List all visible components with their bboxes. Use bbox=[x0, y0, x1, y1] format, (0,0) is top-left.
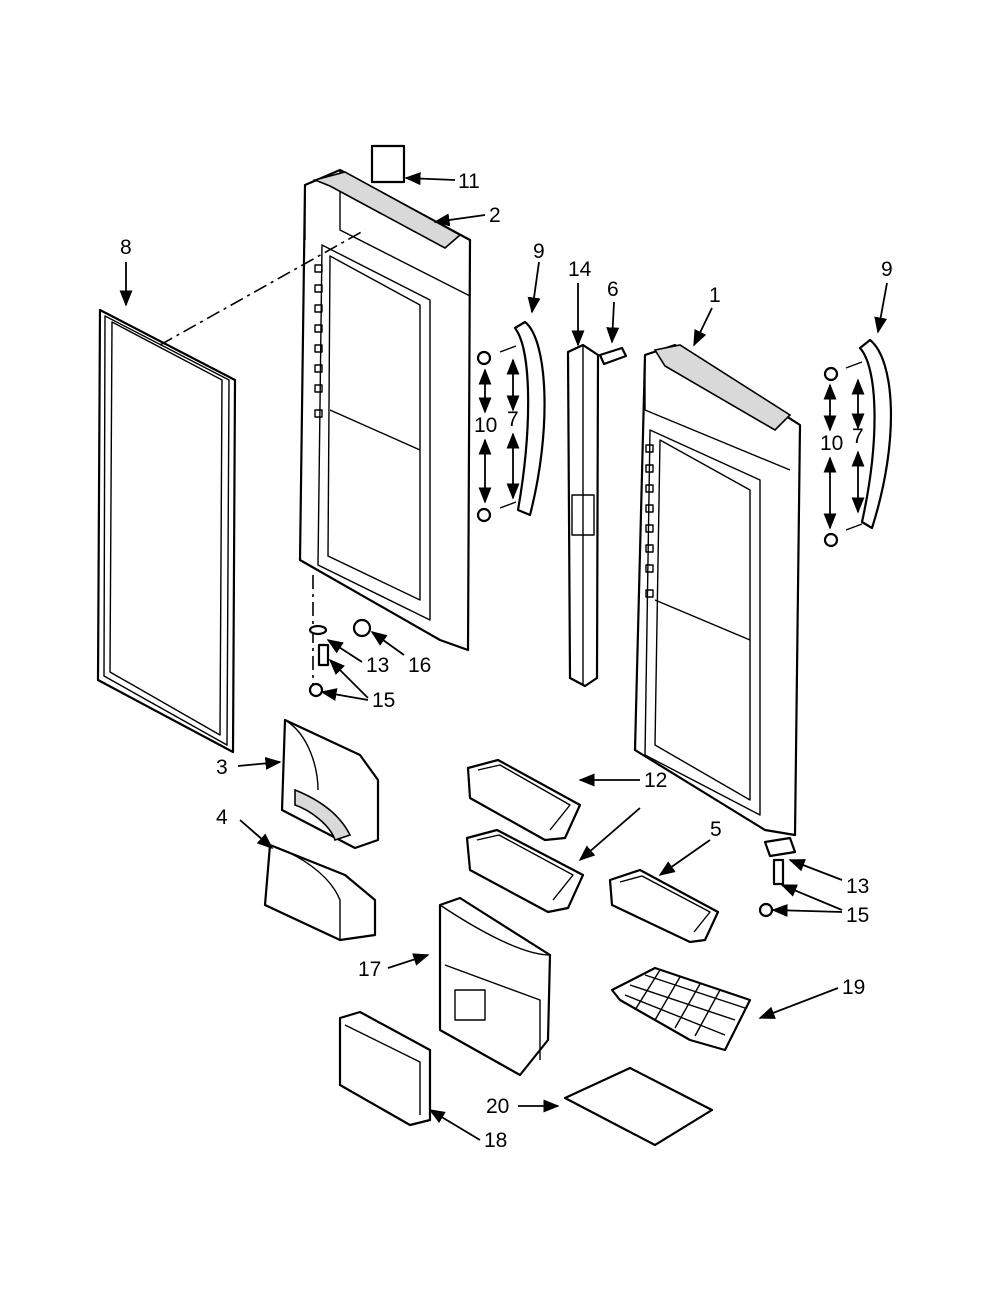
door-bin-lower bbox=[465, 828, 585, 914]
callout-14: 14 bbox=[568, 258, 592, 281]
dispenser-cover bbox=[280, 718, 380, 850]
callout-6: 6 bbox=[607, 278, 619, 301]
hinge-screw bbox=[598, 346, 628, 366]
callout-13-left: 13 bbox=[366, 654, 389, 677]
callout-15-right: 15 bbox=[846, 904, 869, 927]
right-handle bbox=[858, 338, 893, 530]
callout-15-left: 15 bbox=[372, 689, 395, 712]
dispenser-tray bbox=[263, 843, 377, 942]
callout-2: 2 bbox=[489, 204, 501, 227]
callout-11: 11 bbox=[458, 170, 480, 193]
callout-3: 3 bbox=[216, 756, 228, 779]
door-bin-small bbox=[608, 868, 720, 944]
callout-19: 19 bbox=[842, 976, 865, 999]
alignment-line bbox=[159, 229, 366, 346]
callout-8: 8 bbox=[120, 236, 132, 259]
right-door bbox=[633, 343, 802, 837]
right-hinge-hardware bbox=[758, 836, 797, 918]
callout-5: 5 bbox=[710, 818, 722, 841]
left-hinge-hardware bbox=[308, 575, 372, 698]
left-handle bbox=[513, 320, 546, 517]
cover-panel bbox=[563, 1066, 714, 1147]
wire-shelf bbox=[610, 966, 752, 1052]
callout-13-right: 13 bbox=[846, 875, 869, 898]
ice-bucket bbox=[338, 1010, 432, 1127]
callout-16: 16 bbox=[408, 654, 431, 677]
hinge-bar bbox=[566, 343, 600, 688]
callout-9-right: 9 bbox=[881, 258, 893, 281]
callout-labels: 11 2 8 9 14 6 1 9 10 7 10 7 13 16 15 3 1… bbox=[120, 170, 893, 1152]
leader-lines bbox=[119, 172, 888, 1141]
callout-10-right: 10 bbox=[820, 432, 843, 455]
callout-12: 12 bbox=[644, 769, 667, 792]
callout-20: 20 bbox=[486, 1095, 509, 1118]
callout-1: 1 bbox=[709, 284, 721, 307]
callout-4: 4 bbox=[216, 806, 228, 829]
door-label bbox=[370, 144, 406, 184]
ice-bucket-housing bbox=[438, 896, 552, 1077]
left-door bbox=[298, 168, 472, 652]
handle-screws bbox=[476, 345, 863, 548]
callout-10-left: 10 bbox=[474, 414, 497, 437]
callout-7-right: 7 bbox=[852, 425, 864, 448]
callout-9-left: 9 bbox=[533, 240, 545, 263]
callout-7-left: 7 bbox=[507, 408, 519, 431]
callout-18: 18 bbox=[484, 1129, 507, 1152]
callout-17: 17 bbox=[358, 958, 381, 981]
door-bin-upper bbox=[466, 758, 582, 842]
door-gasket bbox=[96, 308, 237, 754]
